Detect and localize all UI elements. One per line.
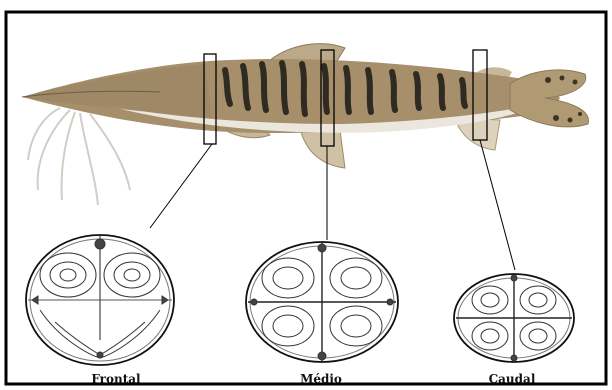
catfish-illustration	[22, 44, 588, 205]
label-frontal: Frontal	[56, 372, 176, 386]
cross-section-medio	[246, 242, 398, 362]
barbels	[28, 108, 130, 205]
cross-section-caudal	[454, 274, 574, 362]
pelvic-fin	[300, 128, 345, 168]
cross-section-frontal	[26, 235, 174, 365]
label-caudal: Caudal	[452, 372, 572, 386]
label-medio: Médio	[261, 372, 381, 386]
